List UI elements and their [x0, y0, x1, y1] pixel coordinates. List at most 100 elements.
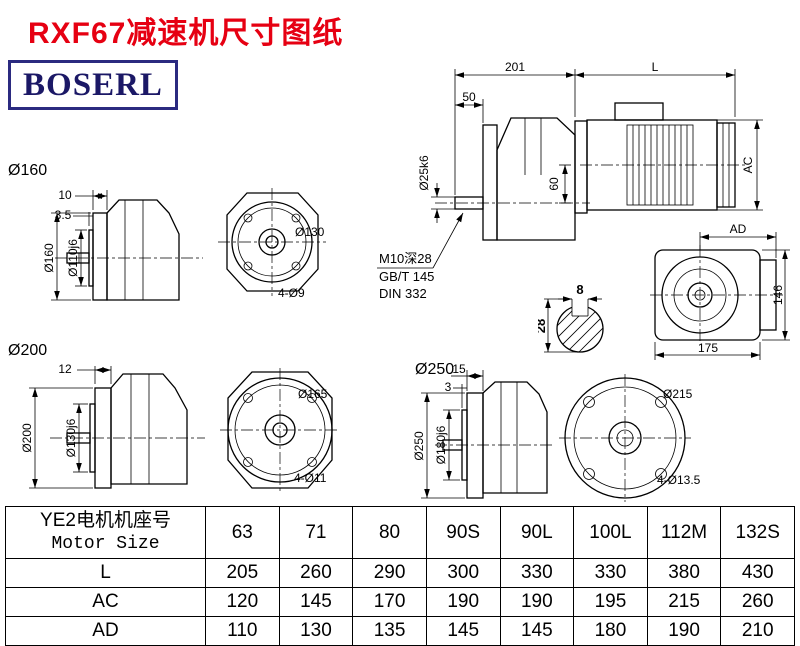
- dim-28: 28: [538, 298, 580, 353]
- row-label-cell: AD: [5, 616, 206, 646]
- value-cell: 120: [205, 587, 280, 617]
- row-label-cell: AC: [5, 587, 206, 617]
- size-header-cell: 90S: [425, 506, 501, 559]
- dim-28-label: 28: [538, 319, 548, 333]
- dim-50: 50: [455, 90, 484, 123]
- dim-8: 8: [558, 283, 602, 302]
- flange200-outline: [66, 373, 188, 489]
- value-cell: 210: [720, 616, 795, 646]
- dim-od-250-label: Ø250: [413, 431, 426, 461]
- dim-175-label: 175: [698, 341, 718, 355]
- table-row-L: L 205 260 290 300 330 330 380 430: [5, 558, 795, 588]
- dim-pilot-130: Ø130j6: [64, 403, 88, 473]
- value-cell: 215: [646, 587, 722, 617]
- value-cell: 190: [646, 616, 722, 646]
- flange250-outline: [442, 381, 548, 499]
- value-cell: 205: [205, 558, 280, 588]
- page-title: RXF67减速机尺寸图纸: [28, 17, 344, 50]
- dim-AC: AC: [717, 119, 763, 211]
- keyway-lines: [571, 299, 589, 317]
- dim-201: 201: [454, 60, 576, 195]
- dim-od-250: Ø250: [413, 392, 465, 499]
- view-label-250: Ø250: [415, 361, 454, 378]
- size-header-cell: 90L: [499, 506, 575, 559]
- value-cell: 190: [499, 587, 575, 617]
- size-header-cell: 112M: [646, 506, 722, 559]
- value-cell: 260: [278, 558, 354, 588]
- value-cell: 430: [720, 558, 795, 588]
- value-cell: 300: [425, 558, 501, 588]
- motor-size-header-en: Motor Size: [51, 534, 160, 555]
- dim-3: 3: [445, 380, 467, 408]
- dim-pilot-110: Ø110j6: [66, 229, 87, 287]
- dim-AC-label: AC: [741, 156, 755, 173]
- motor-size-header-cell: YE2电机机座号 Motor Size: [5, 506, 206, 559]
- table-row-AD: AD 110 130 135 145 145 180 190 210: [5, 616, 795, 646]
- table-row-AC: AC 120 145 170 190 190 195 215 260: [5, 587, 795, 617]
- dim-3-5: 3.5: [55, 208, 93, 226]
- value-cell: 260: [720, 587, 795, 617]
- view-label-200: Ø200: [8, 342, 47, 359]
- note-gb: GB/T 145: [379, 269, 434, 284]
- dim-pilot-180-label: Ø180j6: [434, 425, 448, 464]
- value-cell: 135: [352, 616, 427, 646]
- size-header-cell: 132S: [720, 506, 795, 559]
- value-cell: 190: [425, 587, 501, 617]
- dim-146: 146: [762, 249, 790, 341]
- dim-od-160: Ø160: [42, 212, 91, 301]
- dim-15-label: 15: [452, 362, 466, 376]
- value-cell: 110: [205, 616, 280, 646]
- value-cell: 180: [573, 616, 648, 646]
- flange200-side-view: Ø200 12 Ø200 Ø130j6: [8, 342, 205, 489]
- value-cell: 330: [573, 558, 648, 588]
- size-header-cell: 63: [205, 506, 280, 559]
- size-header-cell: 100L: [573, 506, 648, 559]
- flange160-outline: [66, 199, 180, 301]
- dim-60-label: 60: [547, 177, 561, 191]
- front130-view: Ø130 4-Ø9: [218, 188, 326, 300]
- size-header-cell: 80: [352, 506, 427, 559]
- main-side-view: 201 L 50 Ø25k6 60 AC: [377, 60, 763, 301]
- row-label-cell: L: [5, 558, 206, 588]
- value-cell: 380: [646, 558, 722, 588]
- flange160-side-view: Ø160 10 3.5 Ø160: [8, 162, 203, 301]
- dim-10-label: 10: [58, 188, 72, 202]
- boserl-logo: BOSERL: [8, 60, 178, 110]
- value-cell: 195: [573, 587, 648, 617]
- note-din: DIN 332: [379, 286, 427, 301]
- dim-L: L: [575, 60, 736, 117]
- value-cell: 145: [499, 616, 575, 646]
- dimension-table: YE2电机机座号 Motor Size 63 71 80 90S 90L 100…: [5, 506, 795, 646]
- note-thread: M10深28: [379, 251, 432, 266]
- front250-view: Ø165 4-Ø11: [220, 368, 340, 492]
- value-cell: 130: [278, 616, 354, 646]
- motor-outline: [574, 102, 736, 214]
- value-cell: 170: [352, 587, 427, 617]
- motor-size-header-cn: YE2电机机座号: [40, 510, 171, 532]
- value-cell: 330: [499, 558, 575, 588]
- dim-10: 10: [58, 188, 108, 210]
- dim-od-160-label: Ø160: [42, 243, 56, 273]
- dim-12: 12: [58, 362, 112, 384]
- logo-text: BOSERL: [23, 66, 163, 103]
- dim-holes-13-label: 4-Ø13.5: [657, 473, 701, 487]
- shaft-keyway-section: 8 28: [538, 283, 604, 353]
- size-header-cell: 71: [278, 506, 354, 559]
- value-cell: 145: [425, 616, 501, 646]
- dim-AD: AD: [699, 222, 777, 258]
- dim-201-label: 201: [505, 60, 525, 74]
- dim-12-label: 12: [58, 362, 72, 376]
- dim-pilot-130-label: Ø130j6: [64, 418, 78, 457]
- center-hole-note: M10深28 GB/T 145 DIN 332: [377, 212, 464, 301]
- dim-146-label: 146: [771, 285, 785, 305]
- front215-view: Ø215 4-Ø13.5: [559, 374, 701, 502]
- dim-60: 60: [547, 164, 571, 204]
- dim-50-label: 50: [462, 90, 476, 104]
- dim-L-label: L: [652, 60, 659, 74]
- dim-AD-label: AD: [730, 222, 747, 236]
- value-cell: 290: [352, 558, 427, 588]
- flange250-side-view: Ø250 15 3 Ø250: [413, 361, 553, 499]
- dim-holes-9-label: 4-Ø9: [278, 286, 305, 300]
- dim-pilot-180: Ø180j6: [434, 409, 460, 481]
